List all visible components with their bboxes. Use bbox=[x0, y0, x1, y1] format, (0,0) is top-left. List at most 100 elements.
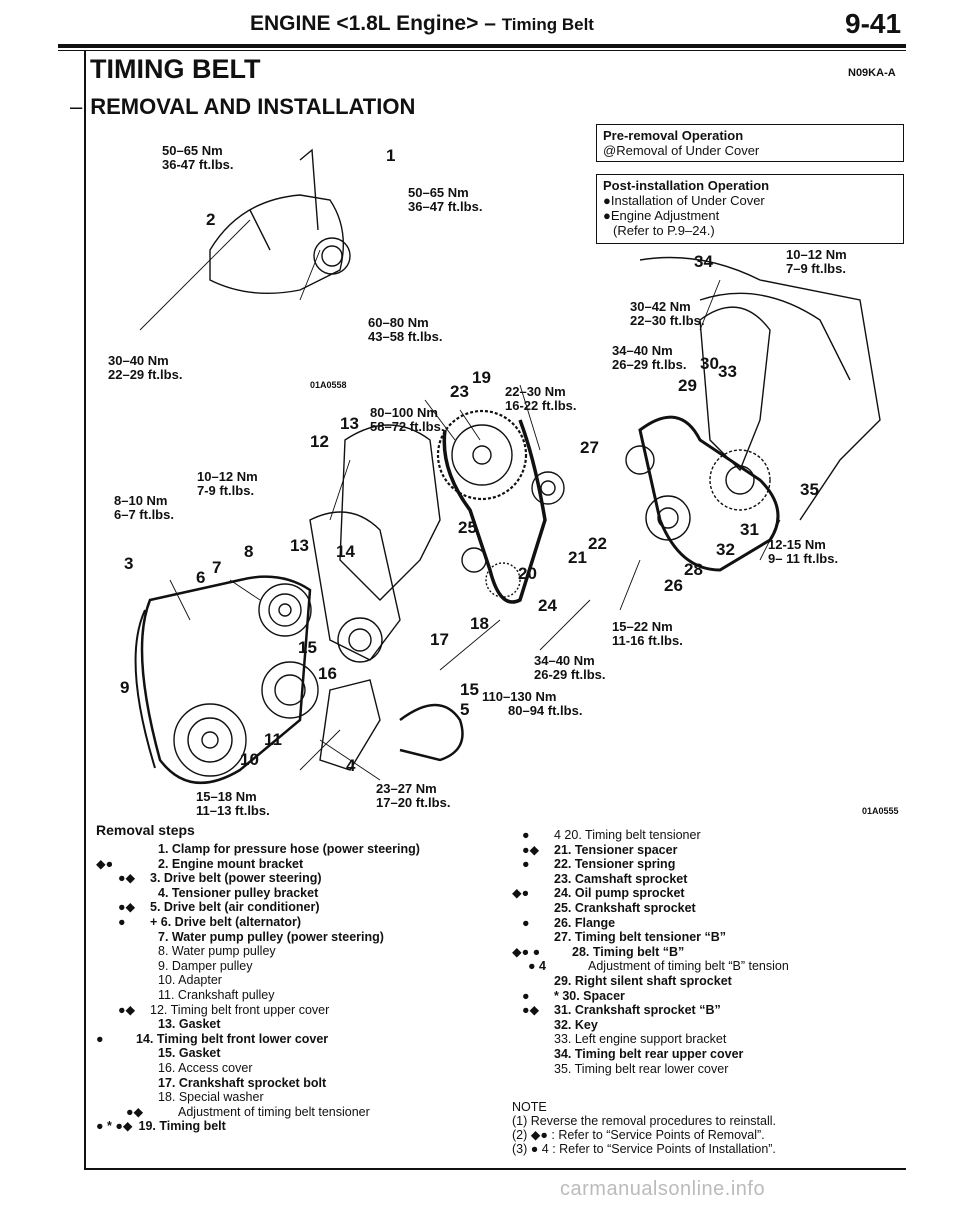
callout-number: 15 bbox=[298, 638, 317, 657]
note-line: (1) Reverse the removal procedures to re… bbox=[512, 1114, 777, 1128]
step-row: 13. Gasket bbox=[158, 1017, 221, 1032]
callout-number: 8 bbox=[244, 542, 254, 561]
callout-number: 6 bbox=[196, 568, 206, 587]
callout-number: 25 bbox=[458, 518, 477, 537]
step-row: 7. Water pump pulley (power steering) bbox=[158, 929, 384, 944]
figure-code: 01A0558 bbox=[310, 380, 347, 390]
step-row: 32. Key bbox=[554, 1017, 598, 1032]
step-row: 11. Crankshaft pulley bbox=[158, 987, 275, 1002]
step-row: 29. Right silent shaft sprocket bbox=[554, 973, 732, 988]
callout-number: 4 bbox=[346, 756, 356, 775]
post-installation-line: ●Installation of Under Cover bbox=[603, 193, 765, 208]
pre-removal-title: Pre-removal Operation bbox=[603, 128, 744, 143]
step-row: 23. Camshaft sprocket bbox=[554, 871, 688, 886]
timing-belt-exploded-diagram bbox=[134, 148, 881, 785]
pre-removal-line: @Removal of Under Cover bbox=[603, 143, 760, 158]
callout-number: 9 bbox=[120, 678, 130, 697]
callout-number: 26 bbox=[664, 576, 683, 595]
header-title: ENGINE <1.8L Engine> – Timing Belt bbox=[250, 12, 594, 36]
note-title: NOTE bbox=[512, 1100, 547, 1114]
section-subtitle: –REMOVAL AND INSTALLATION bbox=[70, 94, 416, 119]
removal-steps-right: ●4 20. Timing belt tensioner ●◆21. Tensi… bbox=[512, 828, 912, 1076]
step-row: 17. Crankshaft sprocket bolt bbox=[158, 1075, 327, 1090]
watermark-text: carmanualsonline.info bbox=[560, 1178, 766, 1200]
callout-number: 13 bbox=[290, 536, 309, 555]
front-upper-cover-shape bbox=[339, 424, 441, 601]
callout-number: 34 bbox=[694, 252, 713, 271]
page-header: ENGINE <1.8L Engine> – Timing Belt 9-41 bbox=[0, 6, 960, 51]
step-row: ●22. Tensioner spring bbox=[522, 857, 676, 872]
callout-number: 23 bbox=[450, 382, 469, 401]
page-number: 9-41 bbox=[845, 8, 902, 39]
left-margin-rule bbox=[84, 50, 86, 1168]
post-installation-box: Post-installation Operation ●Installatio… bbox=[596, 174, 904, 244]
header-rule-thin bbox=[58, 50, 906, 51]
callout-number: 13 bbox=[340, 414, 359, 433]
callout-number: 19 bbox=[472, 368, 491, 387]
header-title-main: ENGINE <1.8L Engine> – bbox=[250, 12, 496, 35]
note-line: (2) ◆● : Refer to “Service Points of Rem… bbox=[512, 1128, 765, 1142]
pre-removal-box: Pre-removal Operation @Removal of Under … bbox=[596, 124, 904, 162]
callout-number: 24 bbox=[538, 596, 557, 615]
step-row: ●◆31. Crankshaft sprocket “B” bbox=[522, 1003, 721, 1018]
step-row: ●◆5. Drive belt (air conditioner) bbox=[118, 900, 320, 915]
section-title: TIMING BELT bbox=[90, 54, 261, 84]
tensioner-shape bbox=[531, 471, 565, 505]
damper-pulley-shape bbox=[173, 703, 247, 777]
removal-steps-title: Removal steps bbox=[96, 822, 195, 838]
callout-number: 11 bbox=[264, 730, 282, 749]
front-lower-cover-shape bbox=[309, 511, 401, 661]
water-pump-pulley-ps-shape bbox=[258, 583, 312, 637]
post-installation-line: (Refer to P.9–24.) bbox=[613, 223, 715, 238]
drive-belt-ps-shape bbox=[399, 703, 464, 762]
rear-upper-cover-shape bbox=[699, 306, 771, 472]
crankshaft-sprocket-shape bbox=[485, 562, 521, 598]
callout-number: 2 bbox=[206, 210, 216, 229]
step-row: ●◆Adjustment of timing belt tensioner bbox=[126, 1104, 370, 1119]
crank-sprocket-b-shape bbox=[645, 495, 691, 541]
step-row: ●14. Timing belt front lower cover bbox=[96, 1031, 329, 1046]
step-row: 27. Timing belt tensioner “B” bbox=[554, 930, 727, 945]
callout-number: 3 bbox=[124, 554, 134, 573]
step-row: ●* 30. Spacer bbox=[522, 988, 625, 1003]
callout-number: 33 bbox=[718, 362, 737, 381]
step-row: ●◆21. Tensioner spacer bbox=[522, 842, 678, 857]
step-row: 15. Gasket bbox=[158, 1046, 221, 1061]
header-rule bbox=[58, 44, 906, 48]
callout-number: 28 bbox=[684, 560, 703, 579]
silent-shaft-sprocket-shape bbox=[709, 449, 771, 511]
step-row: 33. Left engine support bracket bbox=[554, 1032, 727, 1047]
step-row: ◆● ●28. Timing belt “B” bbox=[512, 944, 685, 959]
callout-number: 7 bbox=[212, 558, 222, 577]
post-installation-title: Post-installation Operation bbox=[603, 178, 770, 193]
callout-number: 30 bbox=[700, 354, 719, 373]
callout-number: 35 bbox=[800, 480, 819, 499]
engine-block-outline bbox=[639, 256, 881, 521]
step-row: ●4 20. Timing belt tensioner bbox=[522, 828, 701, 842]
step-row: 35. Timing belt rear lower cover bbox=[554, 1061, 729, 1076]
callout-number: 15 bbox=[460, 680, 479, 699]
note-block: NOTE (1) Reverse the removal procedures … bbox=[512, 1100, 912, 1156]
header-title-sub: Timing Belt bbox=[501, 15, 594, 34]
mount-boss bbox=[313, 237, 351, 275]
callout-number: 21 bbox=[568, 548, 587, 567]
step-row: 10. Adapter bbox=[158, 973, 222, 988]
callout-number: 10 bbox=[240, 750, 259, 769]
step-row: ●26. Flange bbox=[522, 915, 616, 930]
callout-number: 12 bbox=[310, 432, 329, 451]
step-row: 9. Damper pulley bbox=[158, 958, 253, 973]
callout-number: 14 bbox=[336, 542, 355, 561]
step-row: 16. Access cover bbox=[158, 1060, 253, 1075]
